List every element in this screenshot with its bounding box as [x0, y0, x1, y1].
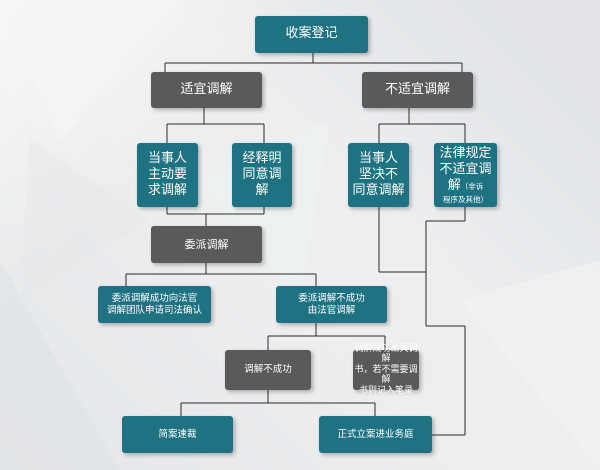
node-legal-not-suitable[interactable]: 法律规定 不适宜调 解（非诉 程序及其他）	[434, 143, 497, 207]
node-mediation-success-line: 调解成功出具调解	[354, 344, 418, 365]
node-mediation-fail-label: 调解不成功	[244, 364, 292, 376]
node-not-suitable-label: 不适宜调解	[384, 81, 450, 97]
node-explained-agree-line: 同意调	[242, 166, 282, 182]
node-entrust-success[interactable]: 委派调解成功向法官 调解团队申请司法确认	[98, 286, 211, 323]
node-party-request-line: 当事人	[147, 150, 187, 166]
node-entrust[interactable]: 委派调解	[151, 226, 262, 263]
node-entrust-success-line: 调解团队申请司法确认	[106, 304, 202, 316]
node-suitable-label: 适宜调解	[180, 81, 233, 97]
node-simple-quick-label: 简案速裁	[158, 428, 197, 440]
node-explained-agree-line: 解	[255, 183, 269, 199]
node-party-request[interactable]: 当事人 主动要 求调解	[137, 143, 198, 207]
node-formal-trial[interactable]: 正式立案进业务庭	[319, 416, 432, 453]
node-legal-note-line2: 程序及其他）	[443, 194, 488, 204]
node-explained-agree[interactable]: 经释明 同意调 解	[232, 143, 292, 207]
node-legal-not-suitable-tail: 解（非诉	[448, 178, 484, 194]
node-mediation-success-line: 书则记入笔录	[358, 385, 413, 396]
node-explained-agree-line: 经释明	[242, 150, 282, 166]
node-entrust-fail-line: 由法官调解	[307, 304, 356, 316]
node-party-request-line: 求调解	[147, 183, 187, 199]
node-party-refuse-line: 当事人	[358, 150, 398, 166]
node-legal-not-suitable-line: 法律规定	[439, 145, 492, 161]
node-legal-note: （非诉	[460, 182, 484, 192]
node-register-label: 收案登记	[285, 26, 338, 42]
node-entrust-success-line: 委派调解成功向法官	[111, 292, 198, 304]
node-entrust-label: 委派调解	[184, 237, 229, 251]
node-legal-not-suitable-last-char: 解	[447, 178, 461, 194]
node-mediation-fail[interactable]: 调解不成功	[225, 350, 311, 390]
node-mediation-success-line: 书，若不需要调解	[354, 364, 418, 386]
node-not-suitable[interactable]: 不适宜调解	[362, 72, 473, 108]
node-party-request-line: 主动要	[147, 166, 187, 182]
node-formal-trial-label: 正式立案进业务庭	[337, 428, 414, 440]
node-party-refuse-line: 坚决不	[358, 166, 398, 182]
node-entrust-fail-line: 委派调解不成功	[298, 292, 365, 304]
node-mediation-success[interactable]: 调解成功出具调解 书，若不需要调解 书则记入笔录	[353, 344, 419, 396]
node-entrust-fail[interactable]: 委派调解不成功 由法官调解	[276, 286, 387, 323]
node-register[interactable]: 收案登记	[255, 16, 368, 53]
node-party-refuse[interactable]: 当事人 坚决不 同意调解	[348, 143, 409, 207]
node-party-refuse-line: 同意调解	[352, 183, 405, 199]
node-legal-not-suitable-line: 不适宜调	[439, 162, 492, 178]
node-simple-quick[interactable]: 简案速裁	[122, 416, 233, 453]
node-suitable[interactable]: 适宜调解	[151, 72, 262, 108]
